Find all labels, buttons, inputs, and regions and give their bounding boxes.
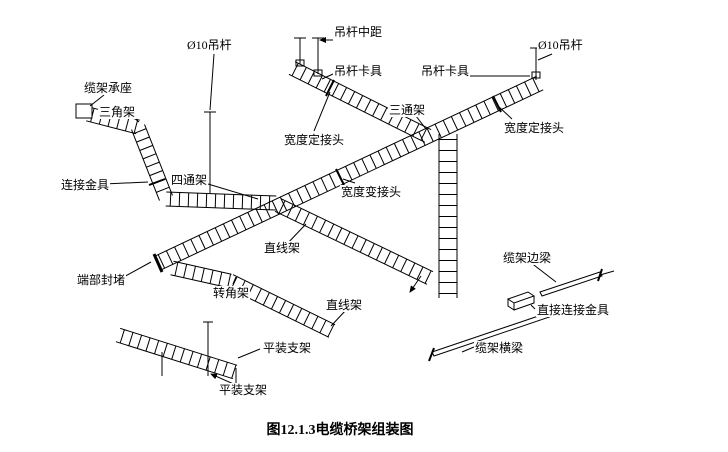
label-hanger-clamp-mid: 吊杆卡具: [333, 64, 384, 78]
label-hanger-rod-right: Ø10吊杆: [537, 38, 584, 52]
left-connector-tray: [165, 191, 277, 211]
left-descender-tray: [131, 124, 173, 201]
label-end-seal: 端部封堵: [76, 273, 127, 287]
hanger-clamp: [295, 59, 305, 67]
joint-marks: [148, 79, 502, 186]
label-tee-frame: 三通架: [388, 103, 427, 117]
label-triangle-bracket: 三角架: [98, 105, 137, 119]
label-direct-connector-fitting: 直接连接金具: [536, 303, 611, 317]
side-beam-part: [539, 268, 615, 297]
label-flat-bracket-upper: 平装支架: [262, 341, 313, 355]
label-hanger-rod-left: Ø10吊杆: [186, 38, 233, 52]
width-fixed-joint-mark-left: [325, 79, 335, 97]
connector-fitting-mark: [148, 178, 166, 186]
hanger-rods: [204, 37, 542, 193]
label-tray-seat: 缆架承座: [83, 81, 134, 95]
tray-ladders: [86, 61, 544, 380]
label-corner-frame: 转角架: [212, 286, 251, 300]
label-flat-bracket-lower: 平装支架: [218, 383, 269, 397]
label-hanger-clamp-right: 吊杆卡具: [420, 64, 471, 78]
label-straight-frame-lower: 直线架: [325, 298, 364, 312]
direct-connector-part: [506, 291, 536, 311]
label-width-change-joint: 宽度变接头: [340, 185, 403, 199]
figure-caption: 图12.1.3电缆桥架组装图: [266, 423, 414, 438]
label-straight-frame-upper: 直线架: [263, 241, 302, 255]
end-seal-plate: [152, 253, 164, 273]
label-connector-fitting: 连接金具: [60, 178, 111, 192]
width-change-joint-mark: [335, 168, 345, 186]
main-diagonal-tray: [154, 75, 544, 271]
corner-inlet-tray: [170, 260, 232, 289]
tray-seat-cap: [75, 103, 93, 119]
label-four-way-frame: 四通架: [170, 173, 209, 187]
label-width-fixed-joint-right: 宽度定接头: [503, 121, 566, 135]
hanger-clamp: [313, 69, 323, 77]
cross-branch-tray: [274, 198, 434, 285]
vertical-riser-tray: [438, 134, 458, 298]
label-width-fixed-joint-left: 宽度定接头: [283, 133, 346, 147]
width-fixed-joint-mark-right: [492, 95, 502, 113]
riser-arrow: [409, 275, 422, 293]
corner-outlet-tray: [226, 274, 336, 338]
hanger-clamp: [531, 71, 541, 79]
label-hanger-spacing: 吊杆中距: [333, 25, 384, 39]
label-cross-beam: 缆架横梁: [474, 341, 525, 355]
label-side-beam: 缆架边梁: [502, 251, 553, 265]
flat-mount-tray: [115, 327, 238, 380]
flat-mount-supports: [161, 321, 237, 384]
